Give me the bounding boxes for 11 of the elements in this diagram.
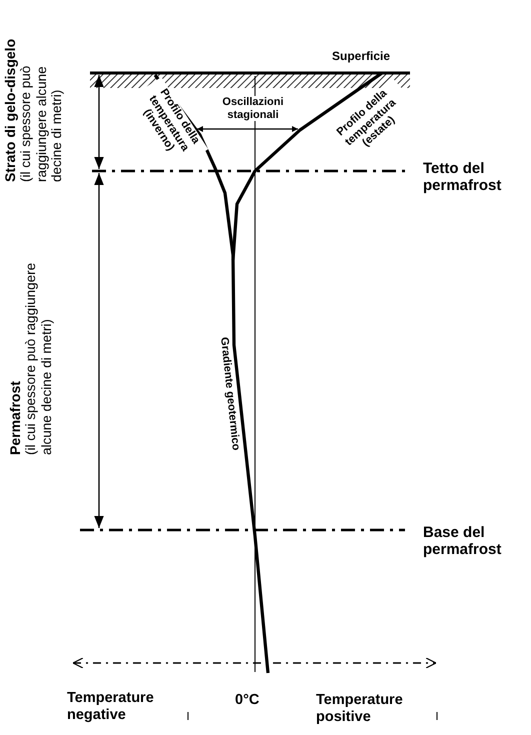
layer-note: (il cui spessore può raggiungere alcune decine di metri) [18, 64, 65, 182]
axis-label: Temperature negative [67, 690, 155, 724]
curve-label: Gradiente geotermico [217, 336, 243, 453]
axis-label: Temperature positive [316, 692, 404, 726]
layer-title: Permafrost [7, 380, 24, 455]
boundary-label: Tetto del permafrost [423, 160, 502, 194]
layer-title: Strato di gelo-disgelo [2, 38, 18, 182]
axis-label: 0°C [235, 692, 260, 709]
boundary-label: Base del permafrost [423, 524, 502, 558]
surface-label: Superficie [332, 50, 390, 64]
layer-note: (il cui spessore può raggiungere alcune decine di metri) [23, 262, 54, 455]
